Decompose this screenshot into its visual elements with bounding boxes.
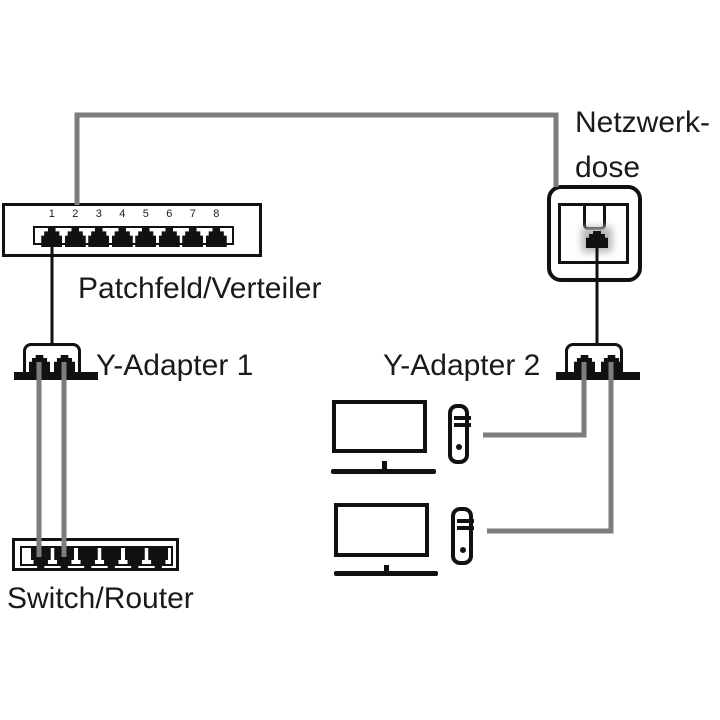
patch-panel-ports: 1 2 3 4 5 6 7 8 xyxy=(40,209,228,247)
rj45-jack-icon xyxy=(77,548,98,568)
rj45-jack-icon xyxy=(101,548,122,568)
rj45-jack-icon xyxy=(135,228,157,247)
switch-port xyxy=(100,548,124,568)
patch-panel-port: 8 xyxy=(205,209,229,247)
y-adapter-2-label: Y-Adapter 2 xyxy=(383,349,541,382)
port-number: 7 xyxy=(189,208,196,220)
rj45-jack-icon xyxy=(148,548,169,568)
patch-panel-port: 5 xyxy=(134,209,158,247)
port-number: 3 xyxy=(95,208,102,220)
patch-panel-port: 1 xyxy=(40,209,64,247)
switch-router-port-strip xyxy=(20,546,173,566)
port-number: 2 xyxy=(72,208,79,220)
rj45-jack-icon xyxy=(64,228,86,247)
rj45-jack-icon xyxy=(30,548,51,568)
patch-panel-port-strip xyxy=(33,226,234,245)
pc-1-tower xyxy=(448,404,469,464)
rj45-jack-icon xyxy=(41,228,63,247)
network-socket-label-line2: dose xyxy=(575,151,641,184)
switch-port xyxy=(147,548,171,568)
rj45-jack-icon xyxy=(158,228,180,247)
rj45-jack-icon xyxy=(182,228,204,247)
cable-patchpanel-to-socket xyxy=(74,112,559,205)
network-socket-label: Netzwerk- dose xyxy=(575,100,710,190)
rj45-jack-icon xyxy=(205,228,227,247)
pc-2-monitor-base xyxy=(334,571,438,576)
port-number: 1 xyxy=(48,208,55,220)
port-number: 6 xyxy=(166,208,173,220)
power-button-icon xyxy=(460,547,466,553)
switch-port xyxy=(76,548,100,568)
pc-1-monitor xyxy=(332,400,427,453)
port-number: 4 xyxy=(119,208,126,220)
patch-panel-port: 2 xyxy=(64,209,88,247)
y-adapter-2-base xyxy=(556,372,640,380)
patch-panel-port: 3 xyxy=(87,209,111,247)
cable-yadapter2-to-pc2 xyxy=(487,362,614,534)
pc-2-tower xyxy=(451,507,473,565)
drive-slot-icon xyxy=(454,423,471,427)
y-adapter-1-label: Y-Adapter 1 xyxy=(96,349,254,382)
rj45-jack-icon xyxy=(88,228,110,247)
switch-port xyxy=(53,548,77,568)
switch-router-ports xyxy=(29,548,170,568)
pc-2-monitor xyxy=(334,503,429,557)
pc-2-monitor-stand xyxy=(384,565,389,572)
rj45-jack-icon xyxy=(111,228,133,247)
rj45-jack-icon xyxy=(124,548,145,568)
drive-slot-icon xyxy=(454,416,471,420)
patch-panel-port: 6 xyxy=(158,209,182,247)
network-socket-faceplate xyxy=(558,203,629,264)
switch-port xyxy=(123,548,147,568)
patch-panel-label: Patchfeld/Verteiler xyxy=(78,272,322,305)
switch-port xyxy=(29,548,53,568)
power-button-icon xyxy=(456,444,462,450)
patch-panel-port: 7 xyxy=(181,209,205,247)
rj45-jack-icon xyxy=(586,231,608,248)
drive-slot-icon xyxy=(457,519,474,523)
port-number: 8 xyxy=(213,208,220,220)
patch-panel-port: 4 xyxy=(111,209,135,247)
port-number: 5 xyxy=(142,208,149,220)
switch-router-label: Switch/Router xyxy=(7,582,194,615)
network-socket-label-line1: Netzwerk- xyxy=(575,106,711,139)
drive-slot-icon xyxy=(457,526,474,530)
y-adapter-1-base xyxy=(14,372,98,380)
rj45-jack-icon xyxy=(54,548,75,568)
pc-1-monitor-stand xyxy=(382,461,387,470)
pc-1-monitor-base xyxy=(331,469,436,474)
